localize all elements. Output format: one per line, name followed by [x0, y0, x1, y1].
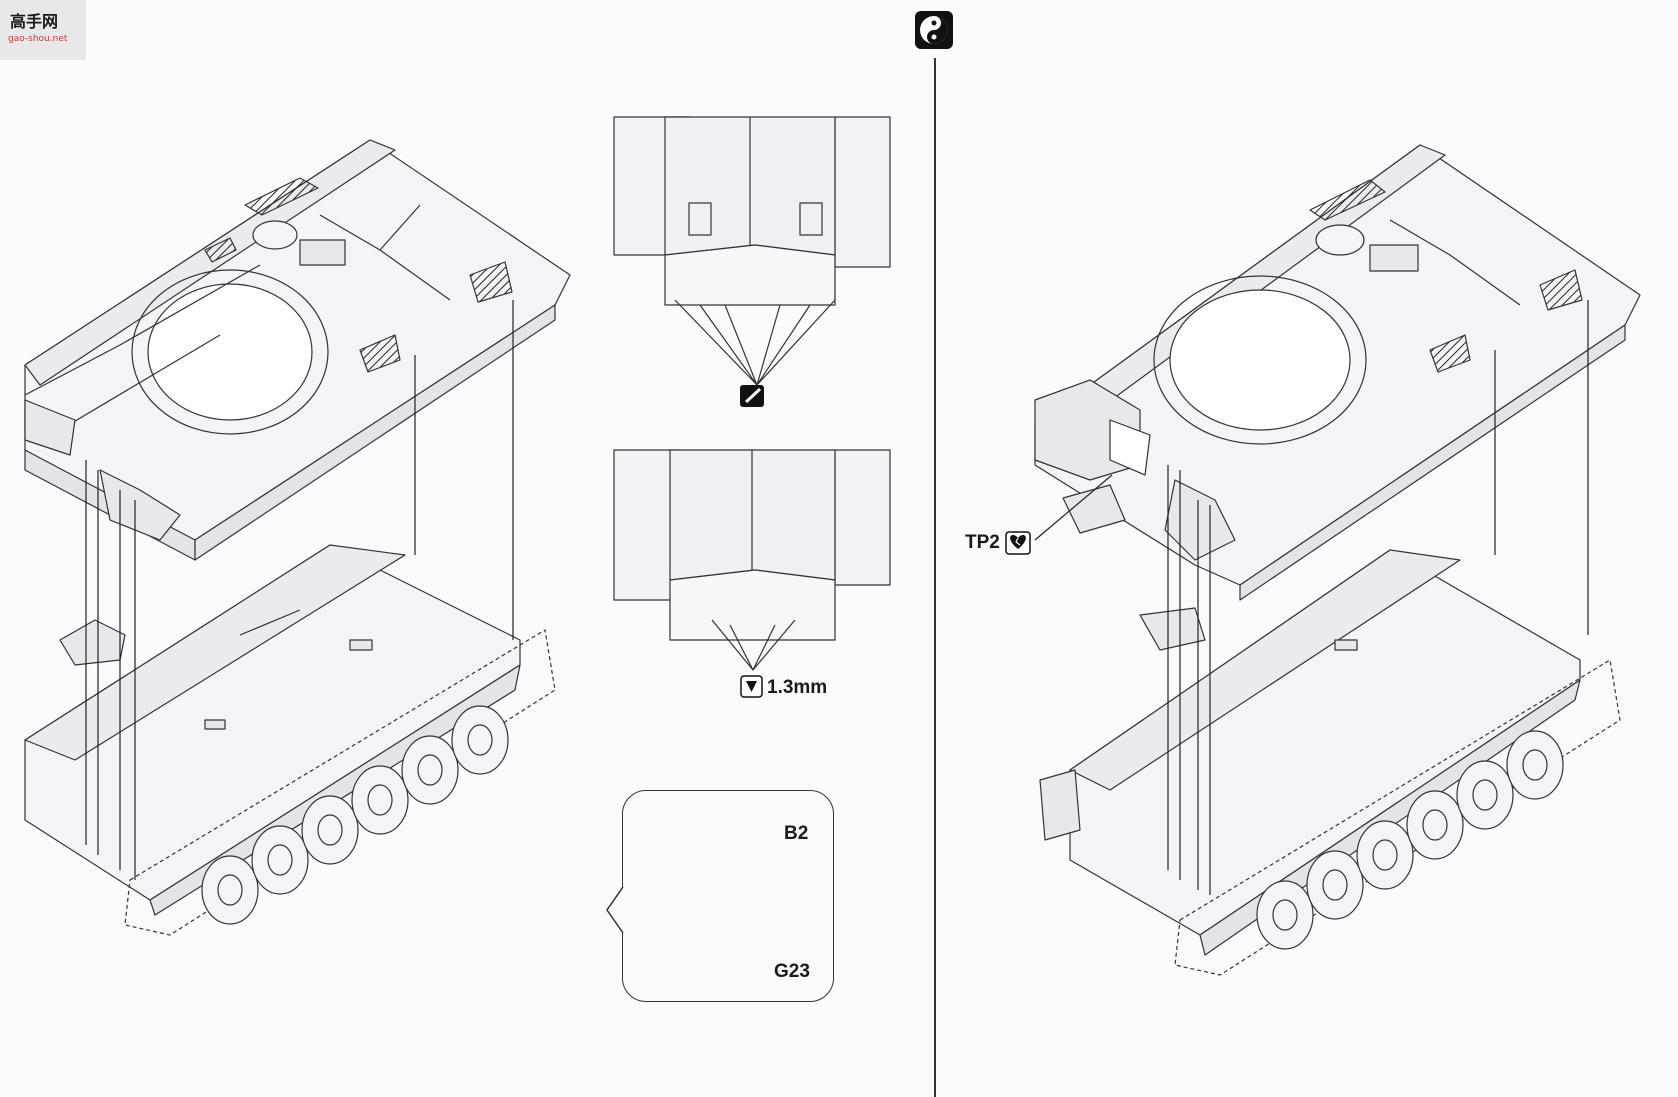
rear-plate-detail-top: [613, 116, 891, 386]
measure-label: 1.3mm: [767, 677, 828, 698]
logo-url-text: gao-shou.net: [8, 34, 68, 44]
detail-callout-box: [622, 790, 834, 1002]
callout-pointer: [606, 886, 624, 934]
logo-badge-text: 高手网: [10, 12, 59, 31]
guide-arrows-left: [85, 300, 514, 880]
drill-icon: [740, 385, 764, 407]
site-logo: 高手网 gao-shou.net: [0, 0, 86, 60]
hole-marker-icon: [740, 675, 763, 698]
g23-label: G23: [774, 961, 810, 982]
page-divider: [934, 58, 936, 1097]
lower-hull-left: [24, 544, 556, 936]
upper-hull-right: [1034, 144, 1641, 601]
rear-plate-detail-bottom: [613, 449, 891, 671]
b2-label: B2: [784, 823, 809, 844]
broken-heart-icon: [1005, 531, 1031, 555]
tp2-label: TP2: [965, 532, 1000, 553]
lower-hull-right: [1039, 549, 1621, 976]
guide-arrows-right: [1167, 300, 1589, 895]
upper-hull-left: [24, 139, 571, 561]
yin-yang-step-icon: [915, 11, 953, 49]
